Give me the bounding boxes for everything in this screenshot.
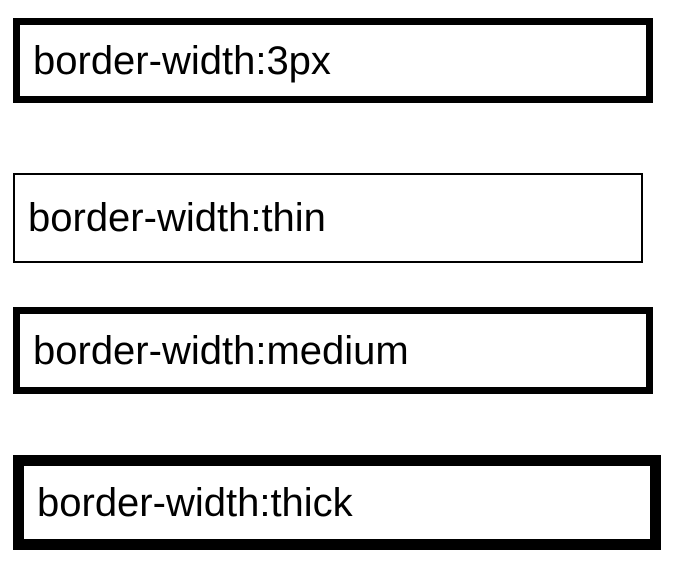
demo-box-border-width-thick: border-width:thick [13,455,661,550]
demo-box-label: border-width:thin [28,196,326,240]
demo-box-border-width-3px: border-width:3px [13,18,653,103]
demo-box-border-width-thin: border-width:thin [13,173,643,263]
demo-box-label: border-width:medium [33,328,409,373]
demo-box-label: border-width:3px [33,38,331,83]
demo-box-border-width-medium: border-width:medium [13,307,653,394]
demo-box-label: border-width:thick [37,480,353,525]
